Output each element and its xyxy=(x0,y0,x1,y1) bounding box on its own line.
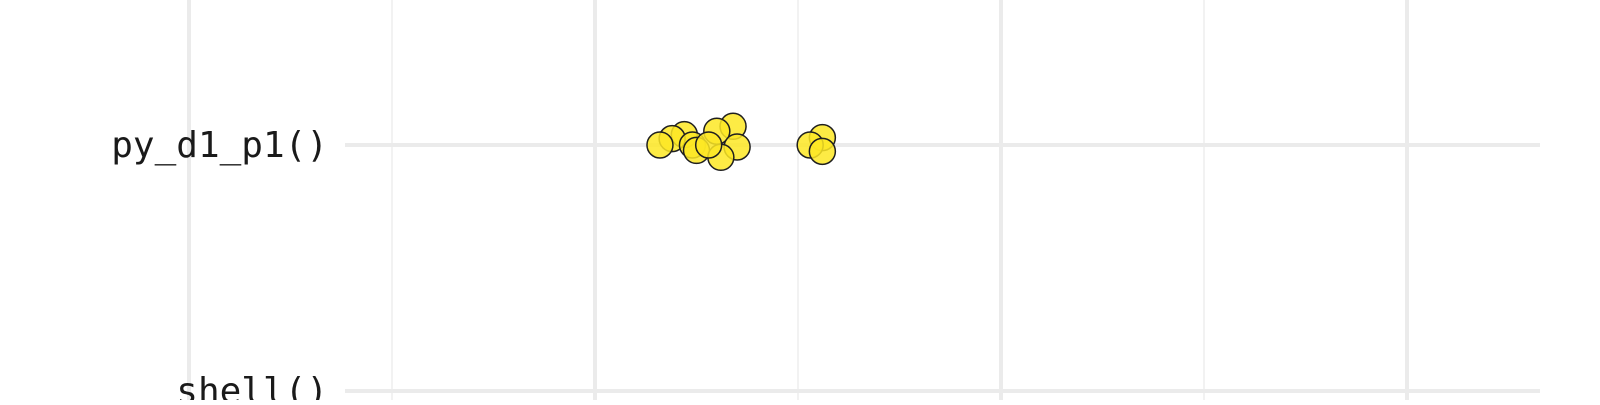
y-tick-label: shell() xyxy=(176,371,328,400)
y-tick-label: py_d1_p1() xyxy=(111,125,328,166)
grid xyxy=(187,0,1540,400)
y-axis-tick-labels: py_d1_p1() shell() xyxy=(111,125,328,405)
data-point xyxy=(808,137,837,166)
data-point xyxy=(694,131,723,159)
data-points xyxy=(646,112,837,172)
data-point xyxy=(646,131,674,159)
